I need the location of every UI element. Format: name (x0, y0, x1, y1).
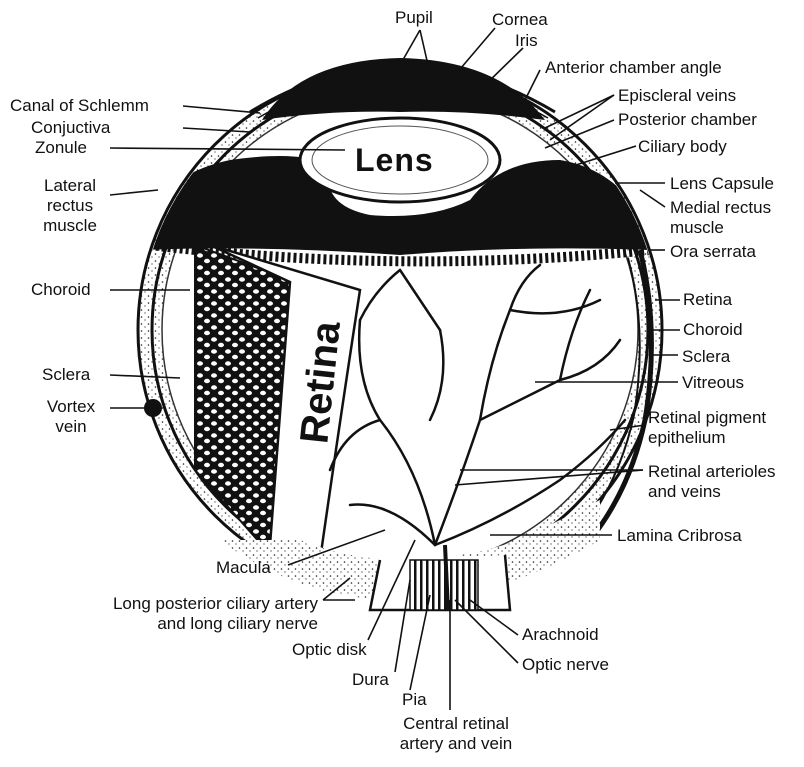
label-optic-nerve: Optic nerve (522, 655, 609, 675)
label-pupil: Pupil (395, 8, 433, 28)
label-arachnoid: Arachnoid (522, 625, 599, 645)
label-central-retinal-line2: artery and vein (386, 734, 526, 754)
label-ciliary-body: Ciliary body (638, 137, 727, 157)
label-central-retinal-line1: Central retinal (386, 714, 526, 734)
label-arterioles-line1: Retinal arterioles (648, 462, 776, 482)
label-pia: Pia (402, 690, 427, 710)
label-conjuctiva: Conjuctiva (31, 118, 110, 138)
label-rpe-line1: Retinal pigment (648, 408, 766, 428)
label-optic-disk: Optic disk (292, 640, 367, 660)
label-vortex-vein-line2: vein (36, 417, 106, 437)
label-lens-capsule: Lens Capsule (670, 174, 774, 194)
label-lamina-cribrosa: Lamina Cribrosa (617, 526, 742, 546)
label-retinal-arterioles-and-veins: Retinal arterioles and veins (648, 462, 776, 502)
label-lpc-line1: Long posterior ciliary artery (40, 594, 318, 614)
label-choroid-right: Choroid (683, 320, 743, 340)
label-vortex-vein-line1: Vortex (36, 397, 106, 417)
label-choroid-left: Choroid (31, 280, 91, 300)
label-medial-rectus-line1: Medial rectus (670, 198, 771, 218)
label-retinal-pigment-epithelium: Retinal pigment epithelium (648, 408, 766, 448)
label-lpc-line2: and long ciliary nerve (40, 614, 318, 634)
label-lateral-rectus-line1: Lateral (35, 176, 105, 196)
label-macula: Macula (216, 558, 271, 578)
label-medial-rectus-line2: muscle (670, 218, 771, 238)
label-episcleral-veins: Episcleral veins (618, 86, 736, 106)
label-dura: Dura (352, 670, 389, 690)
label-posterior-chamber: Posterior chamber (618, 110, 757, 130)
label-cornea: Cornea (492, 10, 548, 30)
label-zonule: Zonule (35, 138, 87, 158)
label-lateral-rectus-line3: muscle (35, 216, 105, 236)
label-ora-serrata: Ora serrata (670, 242, 756, 262)
label-sclera-left: Sclera (42, 365, 90, 385)
label-lateral-rectus-muscle: Lateral rectus muscle (35, 176, 105, 236)
label-medial-rectus-muscle: Medial rectus muscle (670, 198, 771, 238)
label-vitreous: Vitreous (682, 373, 744, 393)
label-arterioles-line2: and veins (648, 482, 776, 502)
label-anterior-chamber-angle: Anterior chamber angle (545, 58, 722, 78)
label-sclera-right: Sclera (682, 347, 730, 367)
label-lateral-rectus-line2: rectus (35, 196, 105, 216)
label-canal-of-schlemm: Canal of Schlemm (10, 96, 149, 116)
lens-label: Lens (355, 142, 434, 179)
label-long-posterior-ciliary: Long posterior ciliary artery and long c… (40, 594, 318, 634)
label-iris: Iris (515, 31, 538, 51)
label-central-retinal: Central retinal artery and vein (386, 714, 526, 754)
label-vortex-vein: Vortex vein (36, 397, 106, 437)
label-retina-right: Retina (683, 290, 732, 310)
label-rpe-line2: epithelium (648, 428, 766, 448)
